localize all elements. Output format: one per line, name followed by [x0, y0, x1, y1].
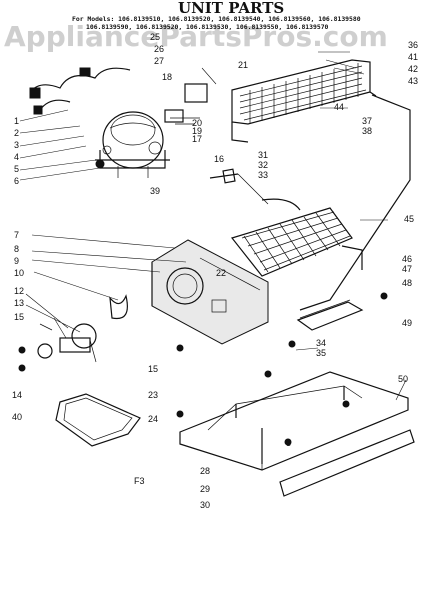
callout-33: 33 [258, 170, 268, 180]
callout-44: 44 [334, 102, 344, 112]
leader-lines [19, 51, 407, 401]
callout-29: 29 [200, 484, 210, 494]
diagram-title: UNIT PARTS [178, 0, 284, 17]
callout-19: 19 [192, 126, 202, 136]
callout-20: 20 [192, 118, 202, 128]
callout-9: 9 [14, 256, 19, 266]
screws [18, 159, 388, 446]
compressor [95, 111, 170, 178]
callout-34: 34 [316, 338, 326, 348]
callout-18: 18 [162, 72, 172, 82]
watermark-text: AppliancePartsPros.com [4, 20, 388, 53]
callout-49: 49 [402, 318, 412, 328]
callout-14: 14 [12, 390, 22, 400]
callout-37: 37 [362, 116, 372, 126]
callout-7: 7 [14, 230, 19, 240]
power-cord [29, 67, 131, 115]
relay-overload [164, 83, 208, 125]
filter-drier [209, 168, 269, 205]
callout-25: 25 [150, 32, 160, 42]
callout-12: 12 [14, 286, 24, 296]
callout-15a: 15 [14, 312, 24, 322]
callout-27: 27 [154, 56, 164, 66]
callout-22: 22 [216, 268, 226, 278]
callout-36: 36 [408, 40, 418, 50]
callout-35: 35 [316, 348, 326, 358]
model-list-line2: 106.8139590, 106.8139520, 106.8139530, 1… [86, 23, 329, 31]
callout-1: 1 [14, 116, 19, 126]
callout-45: 45 [404, 214, 414, 224]
callout-46: 46 [402, 254, 412, 264]
callout-4: 4 [14, 152, 19, 162]
callout-2: 2 [14, 128, 19, 138]
callout-6: 6 [14, 176, 19, 186]
callout-41: 41 [408, 52, 418, 62]
callout-40: 40 [12, 412, 22, 422]
callout-32: 32 [258, 160, 268, 170]
callout-labels: 1 2 3 4 5 6 7 8 9 10 12 13 15 14 40 15 2… [12, 32, 418, 510]
page-mark: F3 [134, 476, 145, 486]
callout-50: 50 [398, 374, 408, 384]
callout-48: 48 [402, 278, 412, 288]
base-frame [179, 371, 415, 497]
callout-13: 13 [14, 298, 24, 308]
callout-3b: 3 [286, 438, 291, 448]
drain-pan [55, 393, 141, 447]
callout-42: 42 [408, 64, 418, 74]
fan-motor [37, 294, 128, 363]
condenser-coil [231, 59, 377, 143]
model-list-line1: For Models: 106.8139510, 106.8139520, 10… [72, 15, 361, 23]
callout-39: 39 [150, 186, 160, 196]
callout-47: 47 [402, 264, 412, 274]
callout-16: 16 [214, 154, 224, 164]
callout-26: 26 [154, 44, 164, 54]
callout-24: 24 [148, 414, 158, 424]
callout-17: 17 [192, 134, 202, 144]
callout-21: 21 [238, 60, 248, 70]
callout-8: 8 [14, 244, 19, 254]
callout-23: 23 [148, 390, 158, 400]
callout-38: 38 [362, 126, 372, 136]
callout-10: 10 [14, 268, 24, 278]
callout-15b: 15 [148, 364, 158, 374]
callout-3: 3 [14, 140, 19, 150]
condenser-tube [299, 94, 411, 311]
evaporator-coil [230, 198, 363, 277]
callout-28: 28 [200, 466, 210, 476]
drain-trough [296, 299, 364, 331]
callout-43: 43 [408, 76, 418, 86]
callout-5: 5 [14, 164, 19, 174]
callout-30: 30 [200, 500, 210, 510]
fan-shroud-bracket [151, 239, 269, 345]
callout-31: 31 [258, 150, 268, 160]
